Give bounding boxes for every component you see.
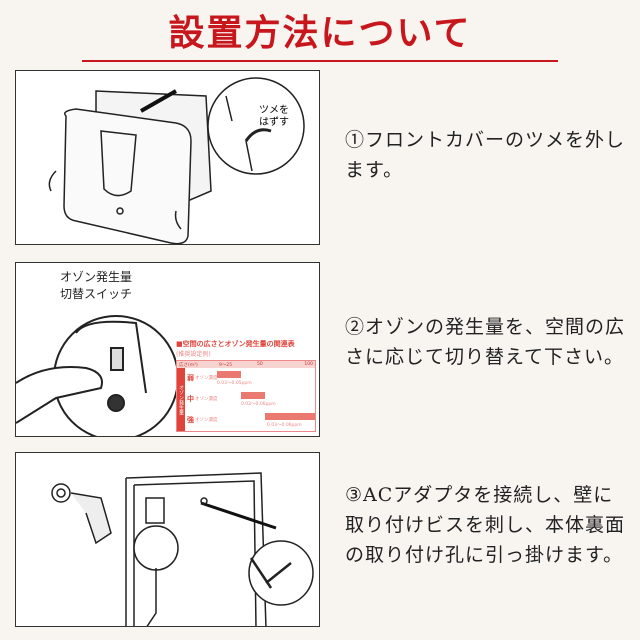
header-100: 100 — [304, 362, 313, 367]
step3-illustration — [15, 452, 320, 627]
title-underline — [82, 60, 558, 62]
table-title: ■空間の広さとオゾン発生量の関連表 — [176, 340, 295, 348]
header-25: 9〜25 — [219, 363, 233, 368]
step1-text: ①フロントカバーのツメを外します。 — [345, 129, 626, 181]
table-subtitle: (推奨設定例) — [176, 351, 211, 358]
range-mid: 0.03〜0.06ppm — [241, 402, 276, 407]
bar-mid — [241, 392, 265, 399]
switch-label: オゾン発生量切替スイッチ — [60, 269, 132, 303]
page-title: 設置方法について — [168, 12, 472, 54]
level-weak: 弱 — [187, 374, 194, 382]
wall-mount-illustration — [51, 472, 314, 626]
bar-weak — [217, 371, 241, 378]
device-cover-illustration — [48, 77, 305, 244]
ozone-table: ■空間の広さとオゾン発生量の関連表 (推奨設定例) 広さ(m²) 9〜25 50… — [176, 339, 316, 432]
range-weak: 0.03〜0.05ppm — [217, 381, 252, 386]
callout-remove-tab: ツメを はずす — [259, 105, 289, 128]
header-50: 50 — [257, 362, 263, 367]
level-mid: 中 — [187, 395, 194, 403]
step2-text: ②オゾンの発生量を、空間の広さに応じて切り替えて下さい。 — [345, 316, 626, 368]
row-label: オゾン濃度 — [195, 397, 218, 402]
header-area: 広さ(m²) — [179, 363, 198, 368]
level-strong: 強 — [187, 416, 194, 424]
row-label: オゾン濃度 — [195, 418, 218, 423]
table-grid: 広さ(m²) 9〜25 50 100 オゾン発生量 弱 中 強 オゾン濃度 オゾ… — [176, 360, 316, 432]
step1-illustration: ツメを はずす — [15, 70, 320, 245]
table-side-label: オゾン発生量 — [177, 368, 185, 431]
step2-illustration: オゾン発生量切替スイッチ ■空間の広さとオゾン発生量の関連表 (推奨設定例) 広… — [15, 262, 320, 437]
bar-strong — [265, 413, 315, 420]
step3-text: ③ACアダプタを接続し、壁に取り付けビスを刺し、本体裏面の取り付け孔に引っ掛けま… — [345, 484, 626, 566]
switch-hand-illustration — [16, 315, 176, 436]
switch-label-line1: オゾン発生量 — [60, 270, 133, 284]
switch-label-line2: 切替スイッチ — [60, 287, 133, 301]
range-strong: 0.03〜0.06ppm — [267, 423, 302, 428]
row-label: オゾン濃度 — [195, 376, 218, 381]
